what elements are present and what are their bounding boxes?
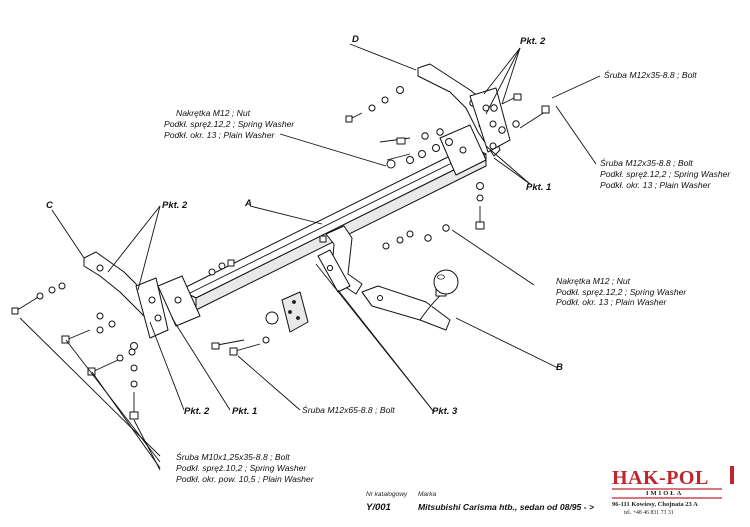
center-bracket xyxy=(317,225,363,295)
callout-line: Podkł. okr. 13 ; Plain Washer xyxy=(556,297,667,307)
catalog-label: Nr katalogowy xyxy=(366,491,408,498)
label-left-pkt2-bottom: Pkt. 2 xyxy=(184,406,210,417)
callout-line: Podkł. spręż.12,2 ; Spring Washer xyxy=(600,169,731,179)
callout-bolt-top: Śruba M12x35-8.8 ; Bolt xyxy=(604,69,697,80)
brand-phone: tel. +48 46 831 73 31 xyxy=(624,510,674,516)
bolts-left xyxy=(11,282,139,420)
bolts-right xyxy=(475,93,550,230)
callout-line: Śruba M12x65-8.8 ; Bolt xyxy=(302,404,395,415)
callout-line: Podkł. okr. pow. 10,5 ; Plain Washer xyxy=(176,474,315,484)
leader-lines xyxy=(19,43,601,471)
callout-bolt-m12x65: Śruba M12x65-8.8 ; Bolt xyxy=(302,404,395,415)
callout-bolt-right: Śruba M12x35-8.8 ; Bolt Podkł. spręż.12,… xyxy=(600,157,731,190)
brand-name: HAK-POL xyxy=(612,467,709,489)
catalog-value: Y/001 xyxy=(366,502,391,513)
bolts-top xyxy=(345,86,453,169)
brand-sub: IMIOŁA xyxy=(646,490,683,497)
part-letter-c: C xyxy=(46,200,53,211)
part-letter-d: D xyxy=(352,34,359,45)
footer: Nr katalogowy Y/001 Marka Mitsubishi Car… xyxy=(366,491,594,513)
make-label: Marka xyxy=(418,491,436,498)
callout-line: Podkł. spręż.10,2 ; Spring Washer xyxy=(176,463,307,473)
socket-plate xyxy=(265,291,309,333)
bolts-middle xyxy=(208,224,450,356)
make-value: Mitsubishi Carisma htb., sedan od 08/95 … xyxy=(418,502,594,512)
side-plate-c xyxy=(83,251,169,339)
callout-line: Podkł. okr. 13 ; Plain Washer xyxy=(164,130,275,140)
brand-logo: HAK-POL IMIOŁA 96-111 Kowiesy, Chojnata … xyxy=(612,466,734,516)
callout-line: Nakrętka M12 ; Nut xyxy=(176,108,251,118)
label-left-pkt1-bottom: Pkt. 1 xyxy=(232,406,257,417)
side-plate-d xyxy=(417,63,511,157)
callout-nut-top: Nakrętka M12 ; Nut Podkł. spręż.12,2 ; S… xyxy=(164,108,295,140)
callout-line: Śruba M10x1,25x35-8.8 ; Bolt xyxy=(176,451,290,462)
towball-b xyxy=(361,269,459,331)
brand-bar-mark xyxy=(730,466,734,484)
callout-bolt-m10: Śruba M10x1,25x35-8.8 ; Bolt Podkł. sprę… xyxy=(176,451,315,484)
callout-line: Podkł. spręż.12,2 ; Spring Washer xyxy=(556,287,687,297)
part-letter-a: A xyxy=(244,198,252,209)
callout-line: Podkł. okr. 13 ; Plain Washer xyxy=(600,180,711,190)
label-top-pkt1: Pkt. 1 xyxy=(526,182,551,193)
label-pkt3: Pkt. 3 xyxy=(432,406,458,417)
label-top-pkt2: Pkt. 2 xyxy=(520,36,546,47)
label-left-pkt2-top: Pkt. 2 xyxy=(162,200,188,211)
callout-line: Śruba M12x35-8.8 ; Bolt xyxy=(600,157,693,168)
callout-line: Nakrętka M12 ; Nut xyxy=(556,276,631,286)
crossbar-right-bracket xyxy=(439,124,487,176)
crossbar-left-bracket xyxy=(157,275,201,327)
brand-address: 96-111 Kowiesy, Chojnata 23 A xyxy=(612,501,698,508)
part-letter-b: B xyxy=(556,362,563,373)
callout-line: Podkł. spręż.12,2 ; Spring Washer xyxy=(164,119,295,129)
callout-line: Śruba M12x35-8.8 ; Bolt xyxy=(604,69,697,80)
callout-nut-middle: Nakrętka M12 ; Nut Podkł. spręż.12,2 ; S… xyxy=(556,276,687,307)
